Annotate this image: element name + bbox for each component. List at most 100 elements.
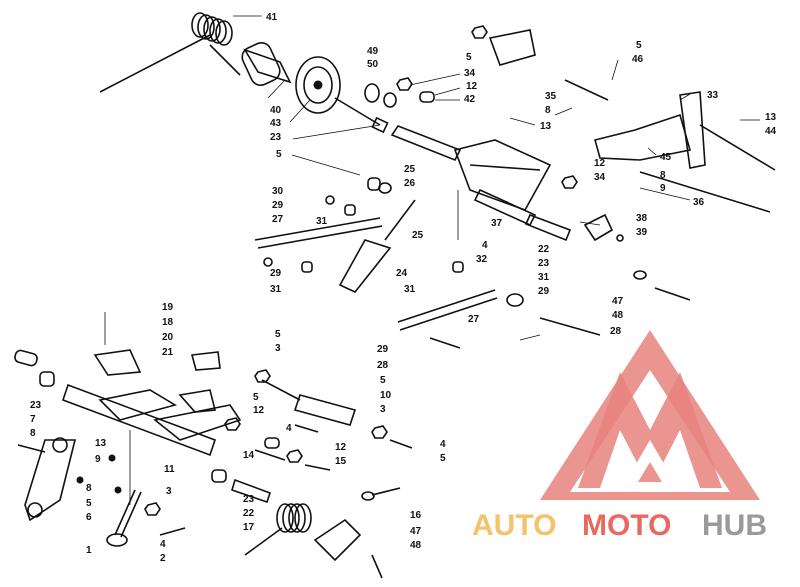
torsion-spring-upper [191,12,233,46]
washer-8-d [76,476,84,484]
callout-24: 24 [396,268,408,279]
idler-wheel-inner [303,66,333,104]
callout-14: 14 [243,450,255,461]
bolt-28-left [429,337,461,349]
spring-arm-rod [99,34,211,93]
logo-m-shape [578,372,722,488]
callout-27-upper: 27 [272,214,284,225]
callout-36: 36 [693,197,705,208]
callout-7: 7 [30,414,36,425]
callout-23-upper: 23 [270,132,282,143]
callout-10: 10 [380,390,392,401]
callout-8-upper: 8 [545,105,551,116]
ring-50 [383,92,397,108]
eye-bolt-16-eye [361,491,375,501]
callout-1: 1 [86,545,92,556]
callout-5-lower-e: 5 [86,498,92,509]
bolt-15 [304,464,331,471]
callout-8-right: 8 [660,170,666,181]
callout-3-lower-a: 3 [275,343,281,354]
callout-27-lower: 27 [468,314,480,325]
callout-34-mid: 34 [594,172,606,183]
callout-4-lower-c: 4 [160,539,166,550]
callout-20: 20 [162,332,174,343]
washer-29-b [263,257,273,267]
washer-39 [616,234,624,242]
callout-9-lower: 9 [95,454,101,465]
rear-arm-frame [453,139,552,211]
sleeve-40 [243,48,292,84]
callout-4-lower-b: 4 [440,439,446,450]
link-rod-1 [114,489,136,536]
cross-shaft [390,125,462,162]
idler-wheel [295,56,341,114]
pivot-arm-45 [594,113,692,161]
callout-29-upper: 29 [272,200,284,211]
lower-link-6 [24,439,77,522]
callout-23-mid: 23 [538,258,550,269]
nut-top-plate [471,25,488,39]
callout-28-lower: 28 [377,360,389,371]
callout-31-center: 31 [404,284,416,295]
callout-45: 45 [660,152,672,163]
link-rod-1-b [120,491,142,538]
callout-15: 15 [335,456,347,467]
front-pivot-arm-right [153,404,242,441]
callout-31-upper: 31 [316,216,328,227]
washer-5-h [114,486,122,494]
callout-47-upper: 47 [612,296,624,307]
callout-29-right: 29 [538,286,550,297]
callout-30: 30 [272,186,284,197]
nut-3-c [144,502,161,516]
callout-2: 2 [160,553,166,564]
slide-block-20 [190,351,221,371]
washer-47-a [633,270,647,280]
callout-labels: 41 40 43 23 5 49 50 5 34 12 42 5 46 35 8… [30,12,777,564]
link-arm-27-lower-b [399,297,498,331]
callout-50: 50 [367,59,379,70]
callout-28-right: 28 [610,326,622,337]
callout-12-top: 12 [466,81,478,92]
callout-5-mid: 5 [276,149,282,160]
callout-5-top: 5 [466,52,472,63]
callout-5-lower-d: 5 [440,453,446,464]
callout-8-left: 8 [30,428,36,439]
nut-12-b [561,175,578,189]
front-shock-10 [293,394,357,426]
nut-34-a [396,77,413,91]
shock-absorber [338,239,392,293]
bolt-35 [564,79,609,101]
callout-23-lower: 23 [243,494,255,505]
callout-48-upper: 48 [612,310,624,321]
nut-3-a [254,369,271,383]
link-arm-27-upper [254,217,381,241]
bracket-38 [583,213,614,242]
callout-29-lower: 29 [377,344,389,355]
bolt-7 [17,444,46,453]
shock-rod [384,199,416,241]
callout-33: 33 [707,90,719,101]
spacer-23-lower [211,469,227,483]
callout-4-lower-a: 4 [286,423,292,434]
mount-plate-top [488,29,536,66]
idler-wheel-hub [313,80,323,90]
bolt-48-lower [371,554,383,579]
callout-48-lower: 48 [410,540,422,551]
spacer-32 [452,261,464,273]
rear-axle-right [524,213,572,242]
callout-39: 39 [636,227,648,238]
callout-12-mid: 12 [594,158,606,169]
bushing-26 [378,182,392,194]
callout-35: 35 [545,91,557,102]
callout-5-lower-c: 5 [253,392,259,403]
spacer-31-a [344,204,356,216]
link-arm-27-upper-b [257,225,383,249]
brand-word-moto: MOTO [582,509,671,542]
callout-26: 26 [404,178,416,189]
front-shock-rod [261,379,301,401]
brand-word-hub: HUB [702,509,767,542]
callout-22-lower: 22 [243,508,255,519]
callout-3-lower-c: 3 [166,486,172,497]
bolt-44 [699,124,776,171]
